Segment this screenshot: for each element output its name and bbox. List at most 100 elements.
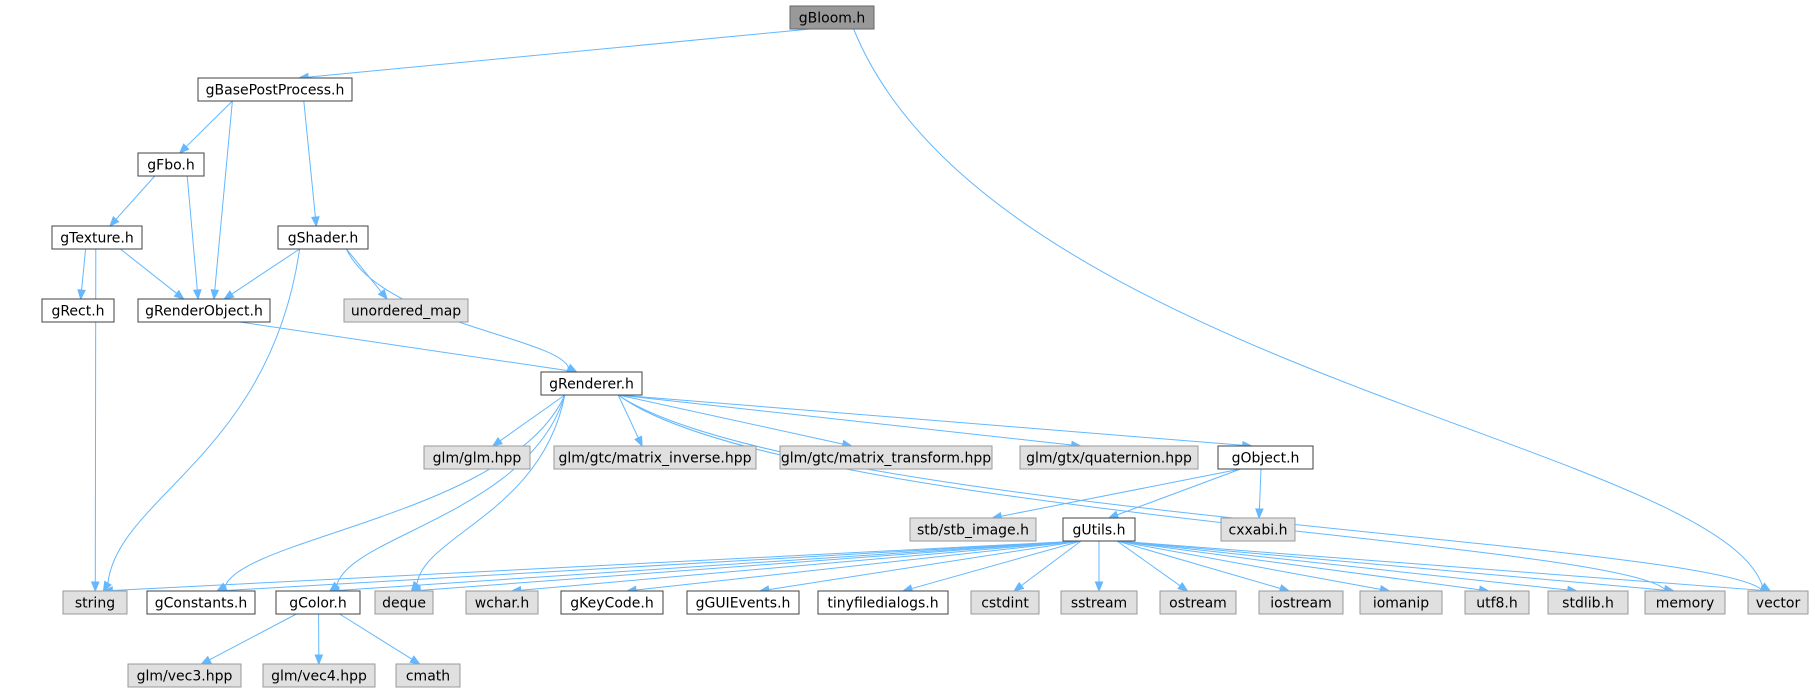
node-box-gFbo: [137, 152, 205, 177]
edge-gRenderer-to-glm_mi: [617, 394, 643, 448]
node-label-vector: vector: [1756, 596, 1801, 612]
node-box-ostream: [1159, 590, 1237, 615]
node-box-gKeyCode: [560, 590, 664, 615]
node-string[interactable]: string: [62, 590, 128, 615]
node-gBasePostProcess[interactable]: gBasePostProcess.h: [197, 77, 353, 102]
node-box-gUtils: [1062, 517, 1136, 542]
node-box-vector: [1747, 590, 1809, 615]
edge-gColor-to-cmath: [339, 613, 421, 665]
node-box-gShader: [277, 225, 369, 250]
node-stdlib[interactable]: stdlib.h: [1547, 590, 1629, 615]
node-vec4[interactable]: glm/vec4.hpp: [262, 663, 376, 688]
node-box-cstdint: [970, 590, 1040, 615]
node-gFbo[interactable]: gFbo.h: [137, 152, 205, 177]
edge-gBasePostProcess-to-gShader: [303, 100, 320, 228]
node-label-glm_glm: glm/glm.hpp: [433, 451, 522, 467]
node-box-gColor: [275, 590, 361, 615]
node-label-gGUIEvents: gGUIEvents.h: [696, 596, 791, 612]
edge-gUtils-to-ostream: [1116, 540, 1189, 592]
edge-gRenderer-to-glm_glm: [491, 394, 566, 447]
edge-gRenderer-to-glm_q: [618, 394, 1082, 450]
node-glm_q[interactable]: glm/gtx/quaternion.hpp: [1019, 445, 1199, 470]
node-label-gRenderer: gRenderer.h: [549, 377, 634, 393]
node-gColor[interactable]: gColor.h: [275, 590, 361, 615]
node-gConstants[interactable]: gConstants.h: [146, 590, 256, 615]
node-memory[interactable]: memory: [1644, 590, 1726, 615]
node-label-iomanip: iomanip: [1373, 596, 1429, 612]
node-label-sstream: sstream: [1071, 596, 1127, 612]
node-unordered_map[interactable]: unordered_map: [343, 298, 469, 323]
node-gGUIEvents[interactable]: gGUIEvents.h: [686, 590, 800, 615]
edge-gBasePostProcess-to-gRenderObject: [210, 100, 233, 301]
node-gShader[interactable]: gShader.h: [277, 225, 369, 250]
node-label-glm_mi: glm/gtc/matrix_inverse.hpp: [559, 451, 752, 467]
node-tinyfd[interactable]: tinyfiledialogs.h: [817, 590, 949, 615]
edge-gUtils-to-utf8: [1116, 540, 1490, 595]
node-gKeyCode[interactable]: gKeyCode.h: [560, 590, 664, 615]
node-label-wchar: wchar.h: [475, 596, 529, 612]
node-box-gObject: [1217, 445, 1314, 470]
node-cstdint[interactable]: cstdint: [970, 590, 1040, 615]
node-sstream[interactable]: sstream: [1060, 590, 1138, 615]
node-box-gBloom: [789, 5, 875, 30]
edge-gBasePostProcess-to-gFbo: [178, 100, 233, 154]
node-glm_glm[interactable]: glm/glm.hpp: [423, 445, 531, 470]
node-gTexture[interactable]: gTexture.h: [51, 225, 143, 250]
node-box-tinyfd: [817, 590, 949, 615]
node-iostream[interactable]: iostream: [1258, 590, 1344, 615]
node-label-gRect: gRect.h: [51, 304, 104, 320]
node-label-stb: stb/stb_image.h: [917, 523, 1029, 539]
edge-gUtils-to-gConstants: [215, 540, 1082, 595]
node-box-gRenderObject: [137, 298, 271, 323]
node-label-glm_q: glm/gtx/quaternion.hpp: [1026, 451, 1192, 467]
node-box-string: [62, 590, 128, 615]
node-label-deque: deque: [382, 596, 426, 612]
node-box-gTexture: [51, 225, 143, 250]
node-label-gUtils: gUtils.h: [1072, 523, 1125, 539]
edge-gUtils-to-tinyfd: [901, 540, 1082, 593]
node-vector[interactable]: vector: [1747, 590, 1809, 615]
node-label-unordered_map: unordered_map: [351, 304, 461, 320]
node-gRenderObject[interactable]: gRenderObject.h: [137, 298, 271, 323]
node-wchar[interactable]: wchar.h: [465, 590, 539, 615]
edge-gUtils-to-iomanip: [1116, 540, 1391, 594]
edge-gUtils-to-sstream: [1094, 541, 1104, 593]
node-utf8[interactable]: utf8.h: [1464, 590, 1530, 615]
node-iomanip[interactable]: iomanip: [1359, 590, 1443, 615]
node-vec3[interactable]: glm/vec3.hpp: [127, 663, 242, 688]
node-label-tinyfd: tinyfiledialogs.h: [827, 596, 938, 612]
node-box-glm_mi: [553, 445, 757, 470]
node-gBloom[interactable]: gBloom.h: [789, 5, 875, 30]
node-cmath[interactable]: cmath: [395, 663, 461, 688]
node-glm_mi[interactable]: glm/gtc/matrix_inverse.hpp: [553, 445, 757, 470]
edge-gUtils-to-wchar: [510, 540, 1082, 595]
edge-gTexture-to-gRenderObject: [120, 248, 185, 300]
node-glm_mt[interactable]: glm/gtc/matrix_transform.hpp: [779, 445, 993, 470]
node-box-vec4: [262, 663, 376, 688]
edge-gRenderer-to-deque: [410, 394, 566, 593]
node-label-gFbo: gFbo.h: [147, 158, 194, 174]
node-box-wchar: [465, 590, 539, 615]
node-box-gRect: [41, 298, 115, 323]
edge-gRenderer-to-gColor: [328, 394, 566, 592]
node-box-cxxabi: [1220, 517, 1296, 542]
node-box-deque: [374, 590, 434, 615]
node-label-stdlib: stdlib.h: [1562, 596, 1614, 612]
node-gRenderer[interactable]: gRenderer.h: [540, 371, 643, 396]
edge-gObject-to-gUtils: [1107, 468, 1241, 519]
node-stb[interactable]: stb/stb_image.h: [909, 517, 1037, 542]
node-box-stb: [909, 517, 1037, 542]
node-deque[interactable]: deque: [374, 590, 434, 615]
edge-gUtils-to-cstdint: [1013, 540, 1082, 592]
node-gObject[interactable]: gObject.h: [1217, 445, 1314, 470]
node-box-memory: [1644, 590, 1726, 615]
edge-gUtils-to-vector: [1116, 540, 1772, 595]
node-box-sstream: [1060, 590, 1138, 615]
node-cxxabi[interactable]: cxxabi.h: [1220, 517, 1296, 542]
node-gUtils[interactable]: gUtils.h: [1062, 517, 1136, 542]
node-ostream[interactable]: ostream: [1159, 590, 1237, 615]
node-gRect[interactable]: gRect.h: [41, 298, 115, 323]
edge-gUtils-to-gKeyCode: [625, 540, 1082, 595]
node-box-gRenderer: [540, 371, 643, 396]
edge-gRenderer-to-glm_mt: [618, 394, 854, 449]
